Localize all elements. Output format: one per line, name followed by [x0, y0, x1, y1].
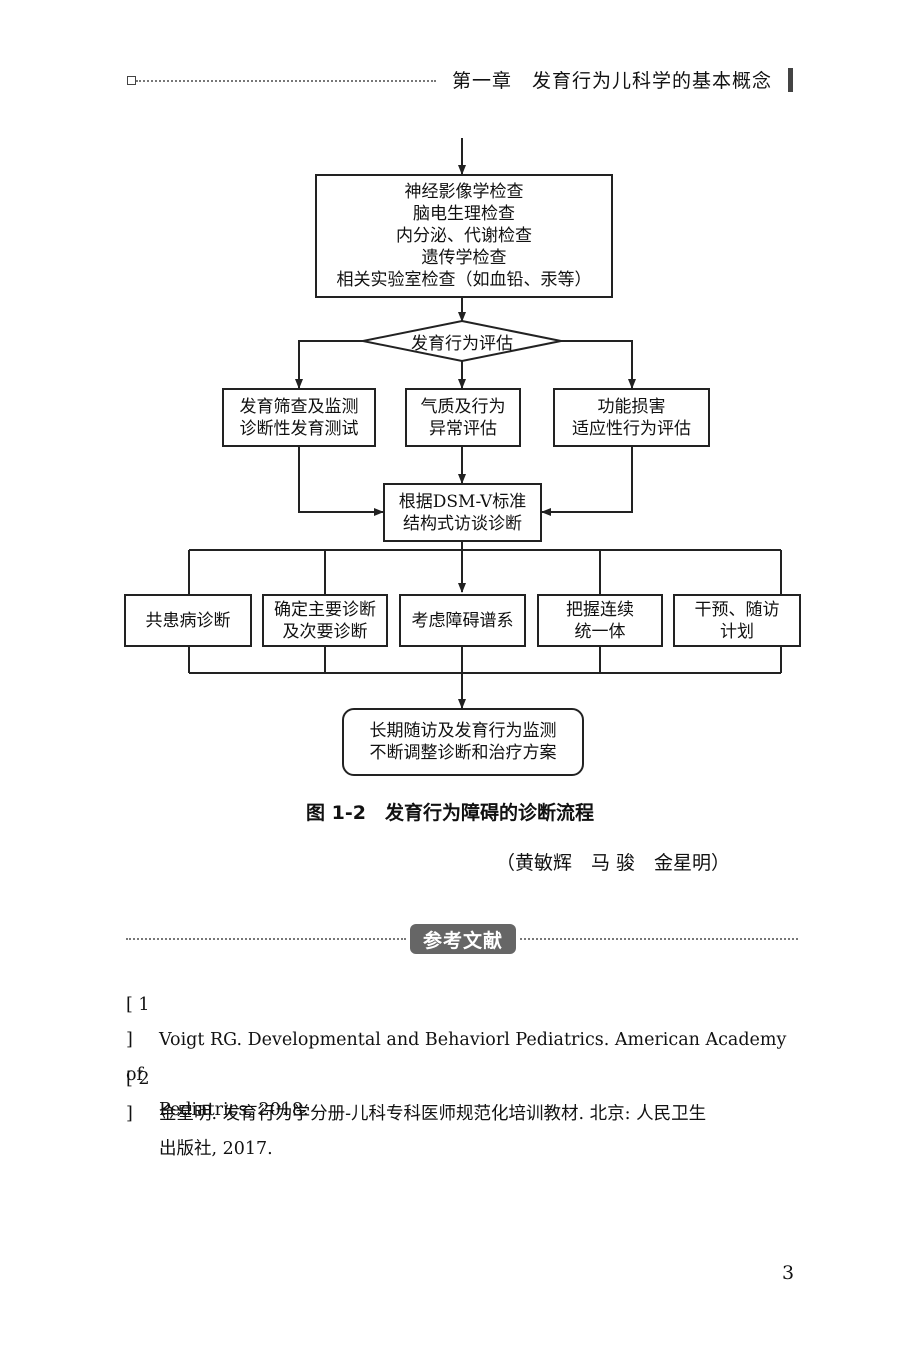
arrow-left-to-dsm: [298, 447, 384, 516]
outcome-box-1: 共患病诊断: [124, 594, 252, 647]
header-bar: [788, 68, 793, 92]
outcome-box-5: 干预、随访 计划: [673, 594, 801, 647]
page-number: 3: [782, 1262, 795, 1284]
arrow-to-right-branch: [561, 340, 636, 389]
reference-1: [ 1 ]Voigt RG. Developmental and Behavio…: [126, 988, 798, 1128]
references-divider-left: [126, 938, 406, 940]
outcome-text-1: 共患病诊断: [145, 610, 231, 631]
dsm-box: 根据DSM-V标准 结构式访谈诊断: [383, 483, 542, 542]
reference-text: 金星明. 发育行为学分册-儿科专科医师规范化培训教材. 北京: 人民卫生: [159, 1104, 707, 1124]
outcome-box-3: 考虑障碍谱系: [399, 594, 526, 647]
authors: （黄敏辉 马 骏 金星明）: [496, 852, 731, 874]
exams-text: 神经影像学检查 脑电生理检查 内分泌、代谢检查 遗传学检查 相关实验室检查（如血…: [336, 182, 592, 290]
header-divider: [136, 80, 436, 82]
outcome-text-3: 考虑障碍谱系: [411, 610, 514, 631]
outcome-text-4: 把握连续 统一体: [566, 599, 634, 642]
outcome-box-4: 把握连续 统一体: [537, 594, 663, 647]
final-box: 长期随访及发育行为监测 不断调整诊断和治疗方案: [342, 708, 584, 776]
arrow-right-to-dsm: [541, 447, 633, 516]
dsm-text: 根据DSM-V标准 结构式访谈诊断: [398, 491, 527, 534]
right-branch-text: 功能损害 适应性行为评估: [572, 396, 691, 439]
left-branch-box: 发育筛查及监测 诊断性发育测试: [222, 388, 376, 447]
outcome-text-5: 干预、随访 计划: [694, 599, 780, 642]
header-ornament: [127, 76, 136, 85]
assessment-label: 发育行为评估: [411, 333, 513, 354]
outcome-box-2: 确定主要诊断 及次要诊断: [262, 594, 388, 647]
outcome-text-2: 确定主要诊断 及次要诊断: [274, 599, 376, 642]
reference-number: [ 1 ]: [126, 995, 150, 1050]
arrow-to-left-branch: [295, 340, 363, 389]
reference-text-cont: 出版社, 2017.: [159, 1139, 273, 1159]
flowchart-connectors: [188, 138, 782, 709]
left-branch-text: 发育筛查及监测 诊断性发育测试: [239, 396, 359, 439]
figure-caption: 图 1-2 发育行为障碍的诊断流程: [306, 802, 594, 824]
chapter-title: 第一章 发育行为儿科学的基本概念: [452, 70, 773, 92]
reference-2: [ 2 ] 金星明. 发育行为学分册-儿科专科医师规范化培训教材. 北京: 人民卫…: [126, 1062, 798, 1167]
reference-text: Voigt RG. Developmental and Behaviorl Pe…: [126, 1030, 787, 1085]
right-branch-box: 功能损害 适应性行为评估: [553, 388, 710, 447]
final-text: 长期随访及发育行为监测 不断调整诊断和治疗方案: [369, 721, 557, 763]
references-divider-right: [520, 938, 798, 940]
exams-box: 神经影像学检查 脑电生理检查 内分泌、代谢检查 遗传学检查 相关实验室检查（如血…: [315, 174, 613, 298]
reference-number: [ 2 ]: [126, 1069, 150, 1124]
mid-branch-text: 气质及行为 异常评估: [420, 396, 506, 439]
reference-text-cont: Pediatrics, 2018.: [159, 1100, 309, 1120]
mid-branch-box: 气质及行为 异常评估: [405, 388, 521, 447]
references-heading: 参考文献: [410, 924, 516, 954]
